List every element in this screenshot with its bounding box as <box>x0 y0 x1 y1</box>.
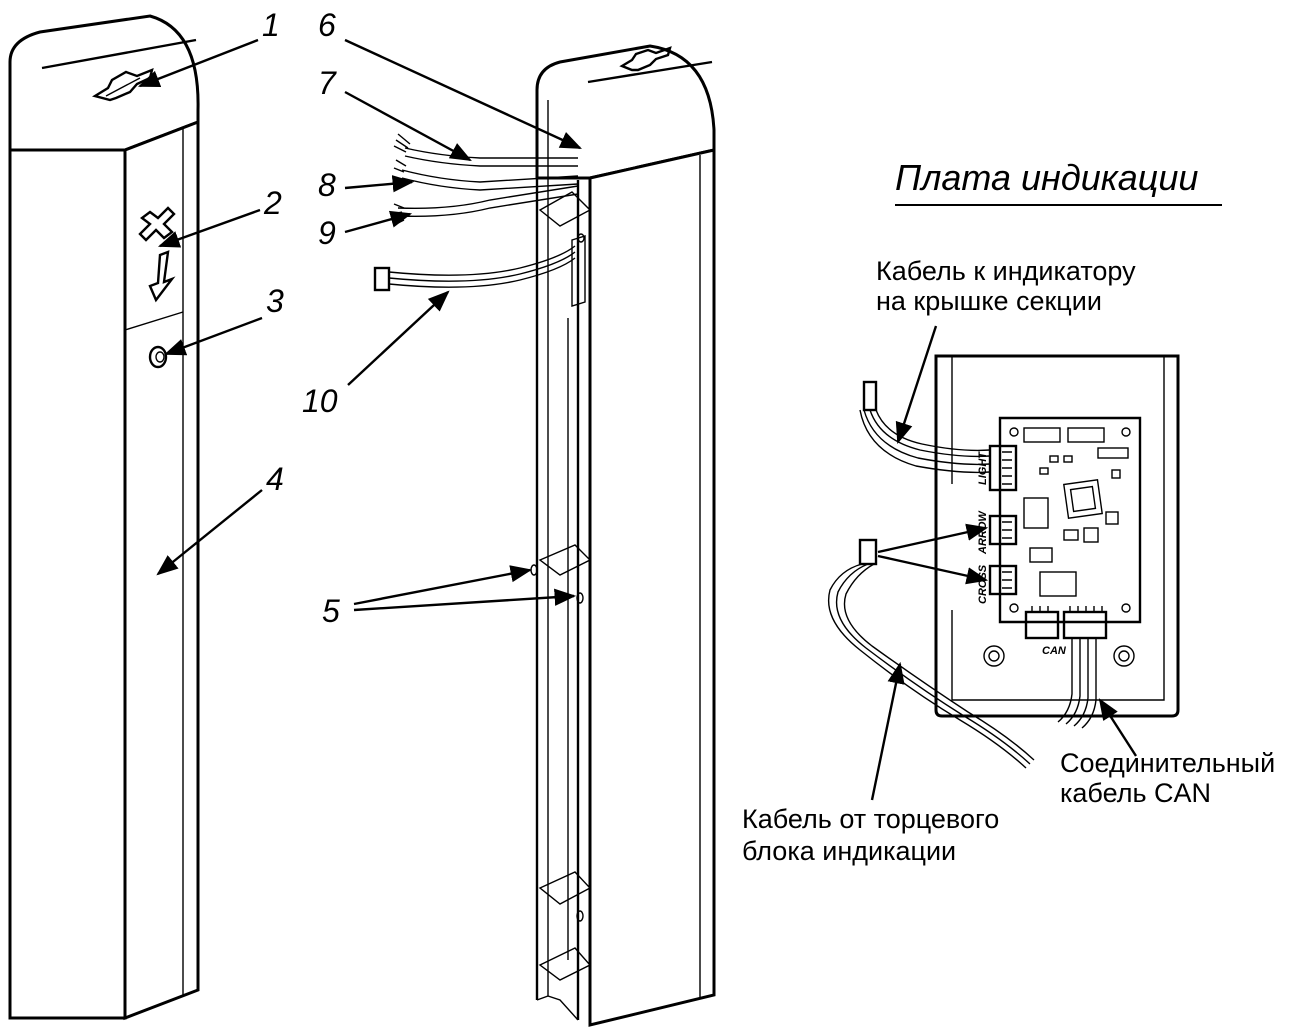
callout-10: 10 <box>302 383 338 419</box>
cable-end-label-line2: блока индикации <box>742 836 956 866</box>
indication-board-panel: Плата индикации Кабель к индикатору на к… <box>742 157 1275 866</box>
callout-9: 9 <box>318 215 336 251</box>
callout-4: 4 <box>266 461 284 497</box>
cable-top-label-line1: Кабель к индикатору <box>876 256 1136 286</box>
cable-end-label-line1: Кабель от торцевого <box>742 804 999 834</box>
cable-can-label-line2: кабель CAN <box>1060 778 1211 808</box>
connector-can <box>1024 606 1108 640</box>
cable-from-end-block <box>828 538 1035 769</box>
label-can: CAN <box>1042 645 1067 657</box>
callout-7: 7 <box>318 65 337 101</box>
callout-2: 2 <box>263 185 282 221</box>
cable-top-label-line2: на крышке секции <box>876 286 1102 316</box>
connector-light <box>988 444 1018 492</box>
pcb-board <box>998 416 1142 624</box>
callout-leaders <box>137 38 582 612</box>
open-section-column <box>530 44 716 1027</box>
cable-can-label-line1: Соединительный <box>1060 748 1275 778</box>
cable-can <box>1057 638 1097 729</box>
plate-screw-right <box>1113 645 1135 667</box>
callout-8: 8 <box>318 167 336 203</box>
callout-5: 5 <box>322 593 340 629</box>
callout-3: 3 <box>266 283 284 319</box>
callout-numbers: 1 2 3 4 5 6 7 8 9 10 <box>262 7 340 629</box>
connector-arrow <box>988 514 1018 546</box>
reader-hole-icon <box>148 345 168 369</box>
key-slot-icon <box>619 46 672 72</box>
arrow-indicator-icon <box>148 250 176 303</box>
left-section-column <box>8 14 200 1021</box>
cable-to-indicator <box>859 380 991 474</box>
board-title: Плата индикации <box>895 157 1198 198</box>
callout-1: 1 <box>262 7 280 43</box>
connector-cross <box>988 564 1018 596</box>
label-arrow: ARROW <box>977 510 989 555</box>
plate-screw-left <box>983 645 1005 667</box>
label-cross: CROSS <box>977 564 989 604</box>
callout-6: 6 <box>318 7 336 43</box>
label-light: LIGHT <box>977 451 989 485</box>
